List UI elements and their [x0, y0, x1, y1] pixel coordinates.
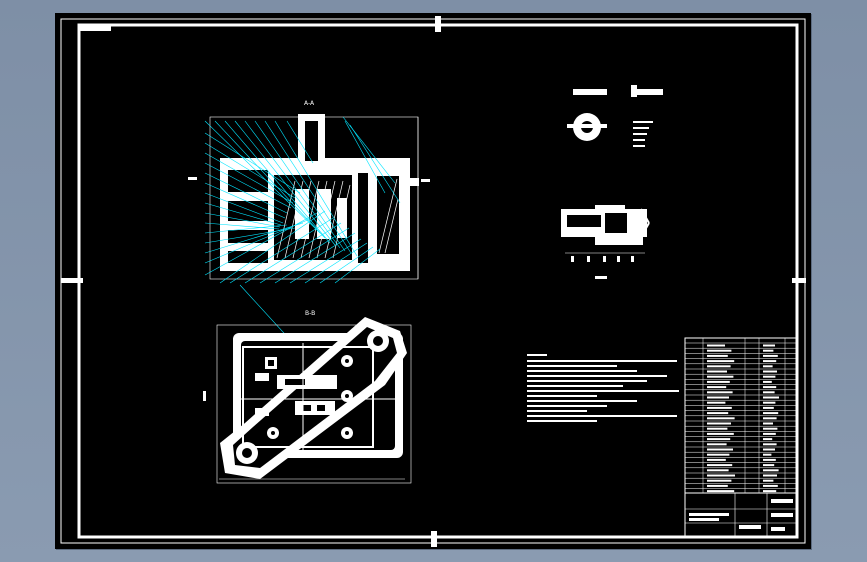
corner-mark [79, 25, 111, 31]
tech-requirements [527, 354, 679, 422]
detail-views [561, 85, 663, 279]
outer-border [60, 18, 806, 544]
center-mark-left [61, 278, 83, 283]
drawing-sheet[interactable]: A-A [55, 13, 811, 549]
center-mark-right [792, 278, 806, 283]
plan-view-bottom: B-B [203, 310, 412, 484]
section-label-top: A-A [304, 100, 315, 107]
parts-list-and-title-block [684, 337, 798, 538]
inner-border [77, 23, 799, 539]
cad-drawing: A-A [60, 16, 806, 547]
center-mark-top [435, 16, 441, 32]
center-mark-bottom [431, 531, 437, 547]
section-view-top: A-A [188, 100, 430, 379]
section-label-bottom: B-B [305, 310, 315, 317]
